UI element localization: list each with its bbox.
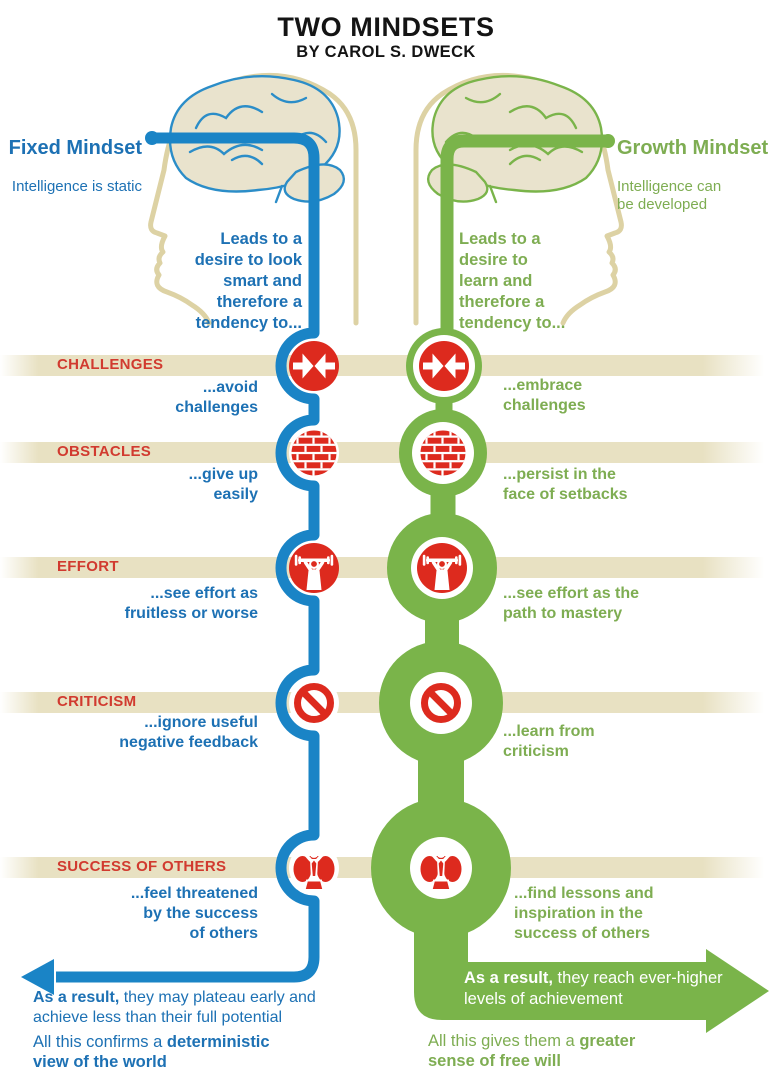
no-entry-icon — [289, 678, 339, 728]
fixed-behavior-challenges: ...avoid challenges — [175, 379, 258, 416]
fixed-mindset-name: Fixed Mindset — [8, 137, 142, 159]
fixed-behavior-criticism: ...ignore useful negative feedback — [119, 714, 258, 751]
band-challenges — [0, 355, 772, 376]
winner-podium-icon — [289, 843, 339, 893]
growth-mindset-name: Growth Mindset — [617, 137, 769, 159]
winner-podium-icon — [416, 843, 466, 893]
category-label-success-of-others: SUCCESS OF OTHERS — [57, 858, 227, 875]
growth-mindset-label: Growth Mindset Intelligence can be devel… — [617, 119, 772, 232]
no-entry-icon — [416, 678, 466, 728]
weightlifter-icon — [289, 543, 339, 593]
growth-behavior-effort: ...see effort as the path to mastery — [503, 585, 640, 622]
growth-behavior-success: ...find lessons and inspiration in the s… — [514, 885, 654, 942]
fixed-mindset-label: Fixed Mindset Intelligence is static — [8, 119, 142, 214]
category-label-effort: EFFORT — [57, 558, 119, 575]
growth-arrow — [414, 905, 769, 1033]
growth-result: As a result, they reach ever-higher leve… — [464, 968, 756, 1010]
fixed-behavior-effort: ...see effort as fruitless or worse — [124, 585, 258, 622]
growth-result-text: they reach ever-higher levels of achieve… — [464, 969, 723, 1008]
band-effort — [0, 557, 772, 578]
fixed-result-text: they may plateau early and achieve less … — [33, 989, 316, 1026]
band-obstacles — [0, 442, 772, 463]
colliding-arrows-icon — [289, 341, 339, 391]
fixed-line — [56, 132, 320, 983]
fixed-result-lead: As a result, — [33, 989, 120, 1006]
byline: BY CAROL S. DWECK — [296, 43, 476, 61]
fixed-mindset-definition: Intelligence is static — [11, 178, 142, 195]
title-block: TWO MINDSETS BY CAROL S. DWECK — [0, 12, 772, 62]
growth-result-lead: As a result, — [464, 969, 553, 987]
category-label-challenges: CHALLENGES — [57, 356, 164, 373]
fixed-conclusion-prefix: All this confirms a — [33, 1033, 167, 1051]
category-label-criticism: CRITICISM — [57, 693, 137, 710]
brick-wall-icon — [418, 428, 468, 478]
growth-conclusion-prefix: All this gives them a — [428, 1032, 580, 1050]
fixed-result: As a result, they may plateau early and … — [33, 988, 318, 1028]
growth-line-top — [440, 134, 608, 350]
fixed-leads-to: Leads to a desire to look smart and ther… — [194, 230, 302, 332]
weightlifter-icon — [417, 543, 467, 593]
growth-leads-to: Leads to a desire to learn and therefore… — [459, 230, 566, 332]
colliding-arrows-icon — [419, 341, 469, 391]
fixed-conclusion-bold: deterministic view of the world — [33, 1033, 270, 1071]
brick-wall-icon — [289, 428, 339, 478]
growth-mindset-definition: Intelligence can be developed — [617, 178, 722, 213]
growth-conclusion-bold: greater sense of free will — [428, 1032, 636, 1070]
growth-behavior-challenges: ...embrace challenges — [503, 377, 586, 414]
growth-behavior-obstacles: ...persist in the face of setbacks — [503, 466, 628, 503]
growth-conclusion: All this gives them a greater sense of f… — [428, 1031, 660, 1071]
fixed-behavior-obstacles: ...give up easily — [188, 466, 258, 503]
fixed-conclusion: All this confirms a deterministic view o… — [33, 1032, 295, 1072]
fixed-behavior-success: ...feel threatened by the success of oth… — [130, 885, 258, 942]
category-label-obstacles: OBSTACLES — [57, 443, 152, 460]
fixed-arrowhead — [21, 959, 54, 995]
page-title: TWO MINDSETS — [277, 12, 495, 42]
growth-behavior-criticism: ...learn from criticism — [503, 723, 595, 760]
